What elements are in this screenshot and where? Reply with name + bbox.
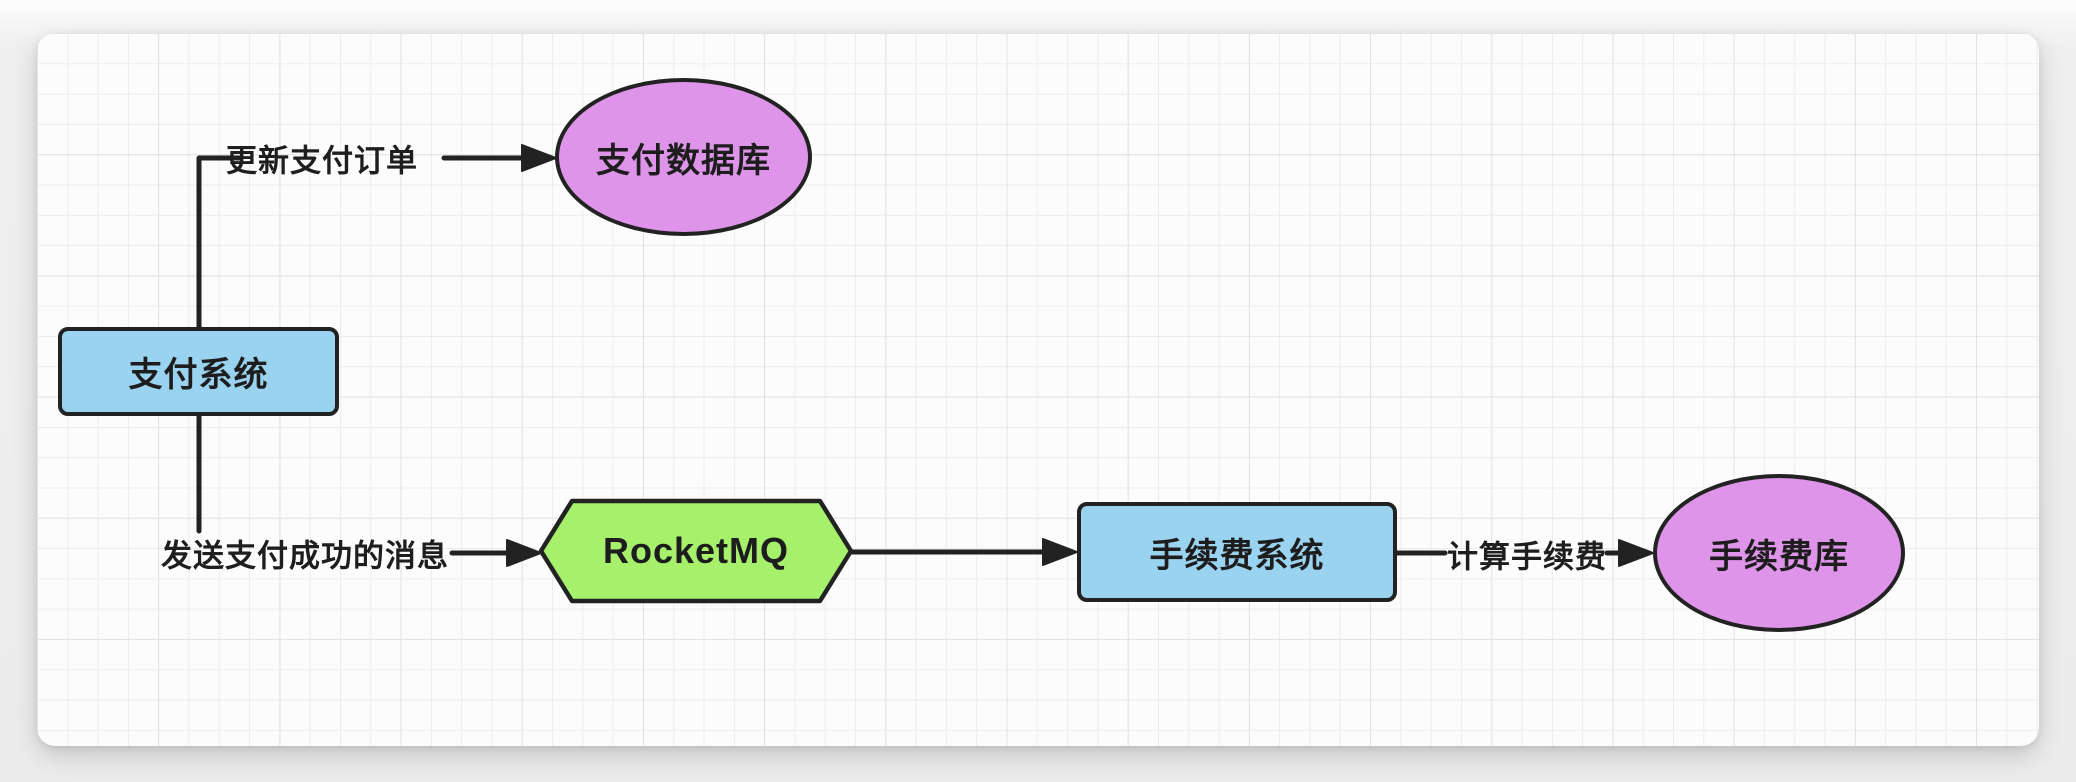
node-payment-system[interactable]: 支付系统 — [58, 327, 339, 416]
arrowhead — [521, 144, 557, 172]
edge-label-update-payment-order[interactable]: 更新支付订单 — [226, 143, 418, 179]
edge-calculate-fee[interactable] — [1394, 539, 1654, 567]
node-label-rocketmq: RocketMQ — [602, 530, 790, 571]
arrowhead — [506, 539, 542, 567]
edge-send-payment-success-message[interactable] — [196, 413, 542, 567]
arrowhead — [1042, 538, 1078, 566]
node-label-payment-system: 支付系统 — [128, 356, 269, 394]
node-label-payment-database: 支付数据库 — [596, 141, 771, 180]
node-label-fee-system: 手续费系统 — [1149, 536, 1325, 575]
edge-update-payment-order[interactable] — [196, 144, 557, 330]
node-rocketmq[interactable]: RocketMQ — [536, 496, 856, 606]
edge-rocketmq-to-fee-system[interactable] — [848, 538, 1078, 566]
node-fee-system[interactable]: 手续费系统 — [1077, 502, 1397, 602]
node-payment-database[interactable]: 支付数据库 — [555, 78, 812, 236]
edge-label-send-payment-success-message[interactable]: 发送支付成功的消息 — [161, 538, 449, 574]
arrowhead — [1618, 539, 1654, 567]
node-fee-database[interactable]: 手续费库 — [1653, 474, 1905, 632]
hexagon-shape — [538, 498, 854, 604]
edge-label-calculate-fee[interactable]: 计算手续费 — [1447, 539, 1607, 575]
diagram-canvas[interactable] — [37, 33, 2039, 746]
node-label-fee-database: 手续费库 — [1709, 537, 1849, 576]
